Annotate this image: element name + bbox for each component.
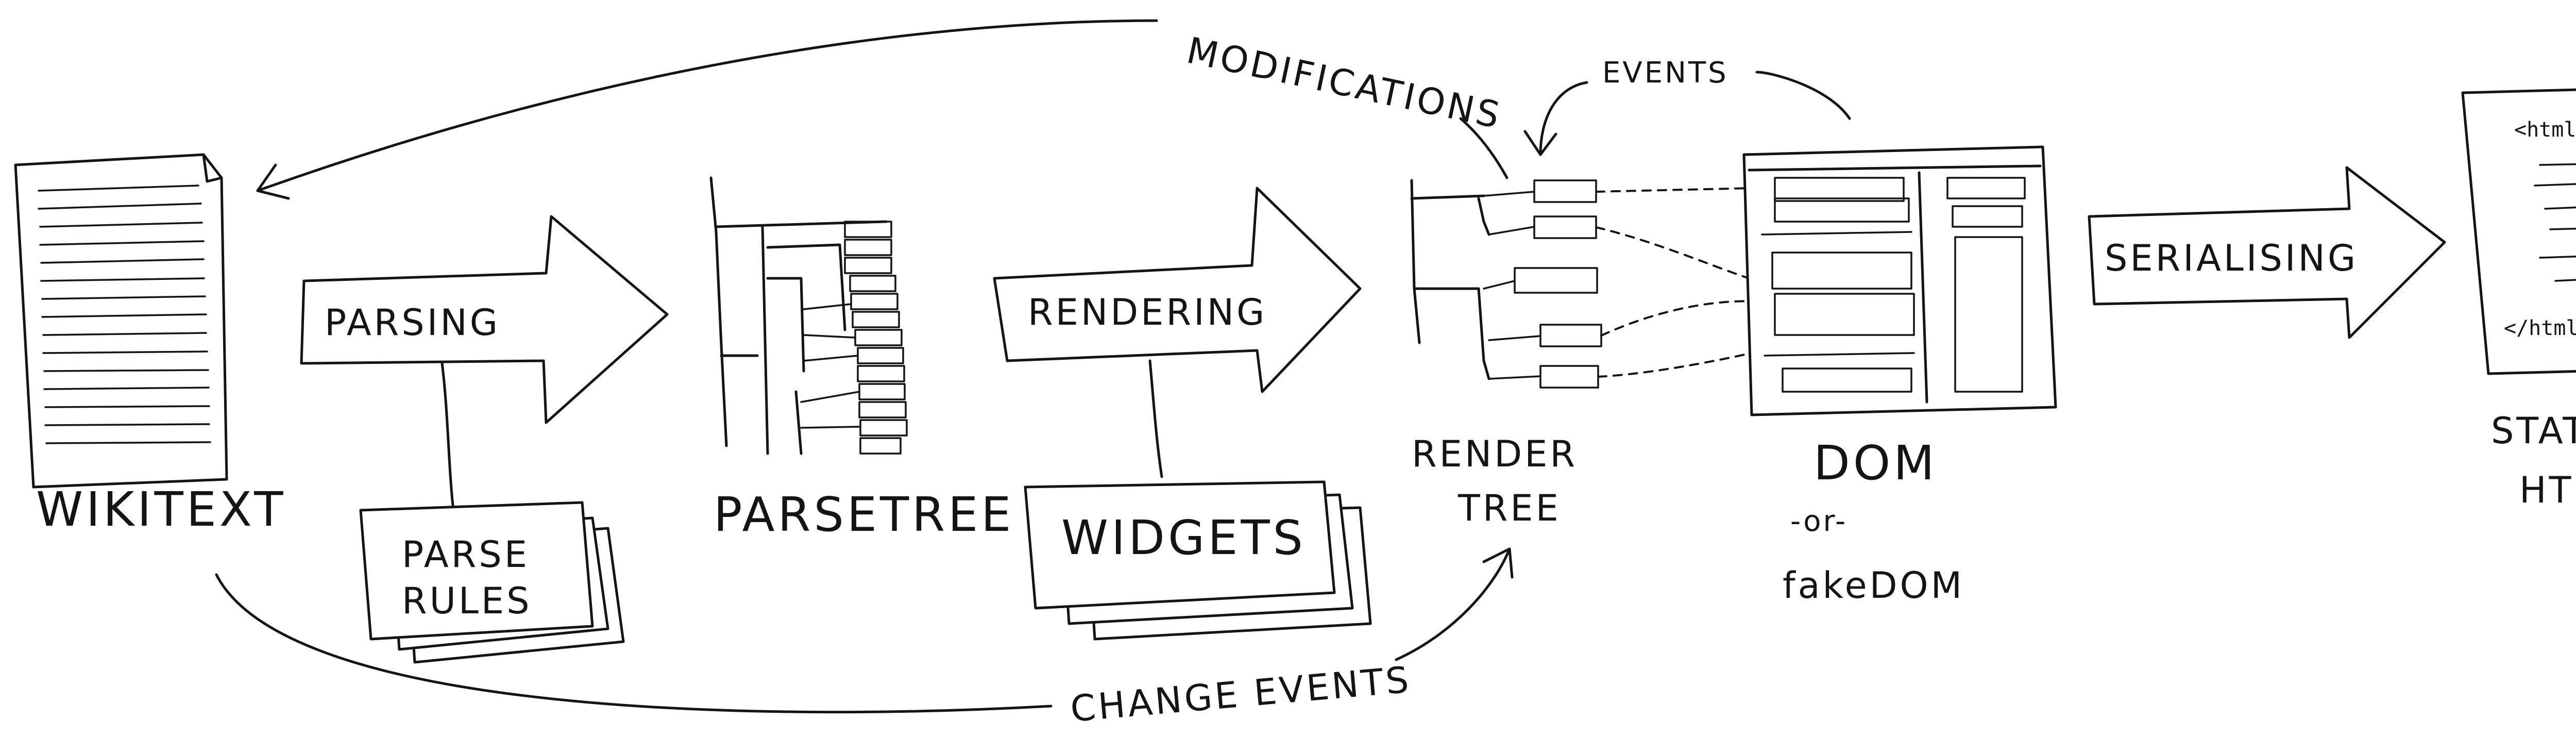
wikitext-label: WIKITEXT — [36, 482, 286, 537]
static-html-label-2: HTML — [2519, 469, 2576, 511]
render-tree-label-1: RENDER — [1412, 433, 1578, 475]
serialising-arrow — [2088, 166, 2446, 339]
dom-label-3: fakeDOM — [1783, 564, 1964, 607]
change-events-arrow — [215, 547, 1514, 714]
dom-label-1: DOM — [1814, 435, 1938, 491]
render-tree-graphic — [1410, 179, 1602, 389]
rendering-label: RENDERING — [1028, 291, 1267, 333]
html-open-tag: <html> — [2514, 118, 2576, 142]
wikitext-document — [14, 153, 228, 489]
rendering-arrow — [993, 187, 1362, 393]
serialising-label: SERIALISING — [2105, 237, 2358, 279]
events-arrow — [1523, 71, 1851, 156]
parse-rules-label-1: PARSE — [402, 533, 530, 576]
modifications-label: MODIFICATIONS — [1183, 29, 1505, 137]
render-tree-label-2: TREE — [1458, 487, 1561, 529]
static-html-label-1: STATIC — [2491, 410, 2576, 452]
events-label: EVENTS — [1602, 56, 1728, 90]
static-html-document — [2461, 88, 2576, 375]
widgets-stack — [1024, 480, 1372, 641]
html-close-tag: </html> — [2504, 316, 2576, 340]
parse-rules-label-2: RULES — [402, 580, 532, 622]
parsing-label: PARSING — [325, 301, 500, 344]
modifications-arrow — [256, 19, 1509, 200]
widgets-label: WIDGETS — [1061, 510, 1306, 565]
dom-window — [1742, 145, 2057, 416]
dom-label-2: -or- — [1790, 505, 1848, 538]
parse-tree-label: PARSETREE — [714, 487, 1014, 542]
parse-rules-connector — [440, 362, 455, 512]
change-events-label: CHANGE EVENTS — [1069, 658, 1413, 730]
parse-tree-graphic — [709, 176, 908, 455]
parse-rules-stack — [359, 501, 625, 664]
parsing-arrow — [300, 215, 669, 424]
widgets-connector — [1148, 359, 1163, 478]
